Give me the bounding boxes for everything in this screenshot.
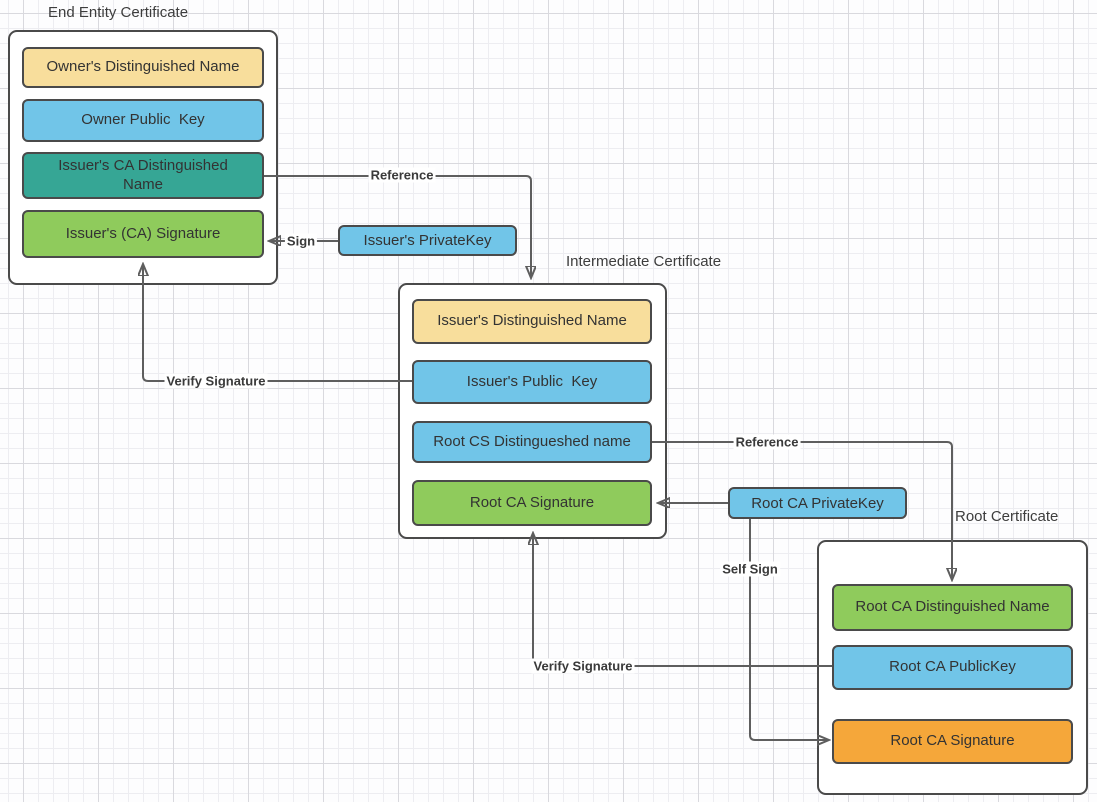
field-root-cs-distingueshed-name: Root CS Distingueshed name (412, 421, 652, 463)
root-ca-privatekey-box: Root CA PrivateKey (728, 487, 907, 519)
verify-signature-arrow-2 (533, 534, 832, 667)
field-owner-distinguished-name: Owner's Distinguished Name (22, 47, 264, 88)
edge-label-reference-2: Reference (733, 434, 801, 450)
field-root-ca-publickey: Root CA PublicKey (832, 645, 1073, 690)
field-issuer-public-key: Issuer's Public Key (412, 360, 652, 404)
field-root-ca-signature-intermediate: Root CA Signature (412, 480, 652, 526)
root-certificate-title: Root Certificate (955, 508, 1059, 525)
field-issuer-ca-signature: Issuer's (CA) Signature (22, 210, 264, 258)
field-issuer-ca-distinguished-name: Issuer's CA Distinguished Name (22, 152, 264, 199)
field-issuer-distinguished-name: Issuer's Distinguished Name (412, 299, 652, 344)
field-root-ca-signature-root: Root CA Signature (832, 719, 1073, 764)
end-entity-certificate-title: End Entity Certificate (48, 4, 189, 21)
intermediate-certificate-title: Intermediate Certificate (566, 253, 722, 270)
edge-label-verify-signature-1: Verify Signature (164, 373, 268, 389)
edge-label-reference-1: Reference (368, 167, 436, 183)
edge-label-sign: Sign (284, 233, 318, 249)
issuer-privatekey-box: Issuer's PrivateKey (338, 225, 517, 256)
field-owner-public-key: Owner Public Key (22, 99, 264, 142)
field-root-ca-distinguished-name: Root CA Distinguished Name (832, 584, 1073, 631)
edge-label-verify-signature-2: Verify Signature (531, 658, 635, 674)
edge-label-self-sign: Self Sign (720, 561, 780, 577)
